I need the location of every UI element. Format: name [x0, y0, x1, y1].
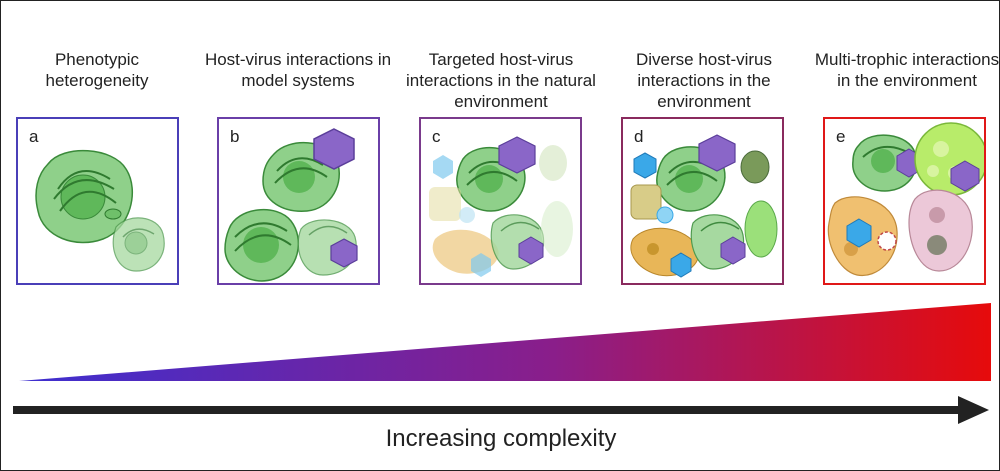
panel-b: b: [217, 117, 380, 285]
heading-b: Host-virus interactions in model systems: [204, 50, 392, 90]
complexity-arrow: [13, 396, 989, 424]
faded-particle-icon: [459, 207, 475, 223]
panel-e-illustration: [827, 122, 984, 277]
large-green-cell-icon: [35, 149, 134, 244]
panel-label-d: d: [634, 127, 644, 146]
dark-green-flagellate-icon: [740, 150, 770, 184]
panel-a: a: [16, 117, 179, 285]
small-pale-cell-icon: [112, 217, 165, 272]
pink-flagellate-icon: [908, 189, 973, 272]
panel-d: d: [621, 117, 784, 285]
heading-d: Diverse host-virus interactions in the e…: [635, 50, 773, 111]
panel-a-illustration: [35, 149, 165, 272]
panel-label-a: a: [29, 127, 39, 146]
heading-c: Targeted host-virus interactions in the …: [406, 50, 596, 111]
panel-label-c: c: [432, 127, 441, 146]
heading-e: Multi-trophic interactions in the enviro…: [814, 50, 1000, 90]
lower-green-cell-icon: [224, 208, 300, 282]
giant-virus-particle-icon: [877, 231, 897, 251]
purple-virus-icon-2: [950, 160, 980, 192]
attached-virus-icon: [330, 238, 358, 268]
blue-virus-icon: [633, 152, 657, 179]
faded-ciliate-icon: [541, 201, 573, 257]
blue-virus-icon: [846, 218, 872, 248]
panel-b-illustration: [224, 128, 358, 282]
panel-label-e: e: [836, 127, 846, 146]
attached-virus-icon: [518, 236, 544, 265]
purple-virus-icon: [698, 134, 736, 172]
heading-a: Phenotypic heterogeneity: [45, 50, 149, 90]
panel-label-b: b: [230, 127, 240, 146]
green-cell-icon: [852, 134, 917, 192]
purple-virus-icon: [498, 136, 536, 174]
pale-blue-virus-icon: [433, 155, 453, 179]
complexity-gradient-wedge: [19, 303, 991, 381]
attached-virus-icon: [720, 236, 746, 265]
faded-flagellate-icon: [539, 145, 567, 181]
panel-c-illustration: [429, 136, 573, 277]
blue-virus-icon-2: [670, 252, 692, 278]
ciliate-icon: [744, 200, 778, 258]
blue-particle-icon: [656, 206, 674, 224]
diatom-icon: [630, 184, 662, 220]
purple-virus-icon: [313, 128, 355, 170]
axis-label: Increasing complexity: [385, 425, 617, 452]
faded-diatom-icon: [429, 187, 461, 221]
panel-c: c: [419, 117, 582, 285]
pale-blue-virus-icon-2: [471, 253, 491, 277]
panel-e: e: [823, 117, 986, 285]
panel-d-illustration: [630, 134, 778, 278]
